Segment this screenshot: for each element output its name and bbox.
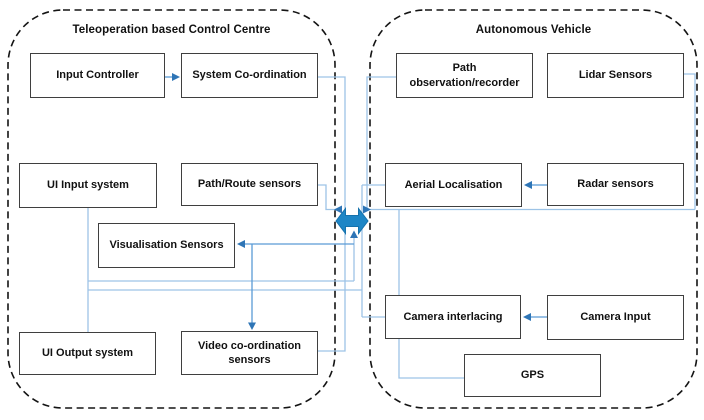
arrowhead-into-system-coordination: [172, 73, 180, 81]
node-lidar-sensors: Lidar Sensors: [547, 53, 684, 98]
arrowhead-link-left: [334, 205, 342, 214]
node-gps: GPS: [464, 354, 601, 397]
connector-line: [318, 184, 336, 211]
arrowhead-into-aerial-localisation: [524, 181, 532, 189]
node-path-observation-recorder: Path observation/recorder: [396, 53, 533, 98]
control-centre-title: Teleoperation based Control Centre: [72, 24, 271, 36]
node-input-controller: Input Controller: [30, 53, 165, 98]
node-camera-interlacing: Camera interlacing: [385, 295, 521, 339]
vehicle-boundary: [369, 9, 698, 409]
arrowhead-into-video-coordination: [248, 322, 256, 330]
connector-line: [398, 209, 464, 379]
arrowhead-link-up: [350, 230, 358, 238]
arrowhead-link-right: [363, 205, 371, 214]
connector-line: [366, 76, 396, 210]
node-video-coordination-sensors: Video co-ordination sensors: [181, 331, 318, 375]
arrowhead-into-visualisation-sensors: [237, 240, 245, 248]
node-ui-input-system: UI Input system: [19, 163, 157, 208]
arrowhead-into-camera-interlacing: [523, 313, 531, 321]
node-aerial-localisation: Aerial Localisation: [385, 163, 522, 207]
node-system-coordination: System Co-ordination: [181, 53, 318, 98]
control-centre-boundary: [7, 9, 336, 409]
vehicle-title: Autonomous Vehicle: [475, 24, 592, 36]
node-visualisation-sensors: Visualisation Sensors: [98, 223, 235, 268]
connector-line: [684, 73, 696, 210]
node-path-route-sensors: Path/Route sensors: [181, 163, 318, 206]
node-radar-sensors: Radar sensors: [547, 163, 684, 206]
node-ui-output-system: UI Output system: [19, 332, 156, 375]
bidirectional-link-arrow: [335, 207, 369, 235]
node-camera-input: Camera Input: [547, 295, 684, 340]
